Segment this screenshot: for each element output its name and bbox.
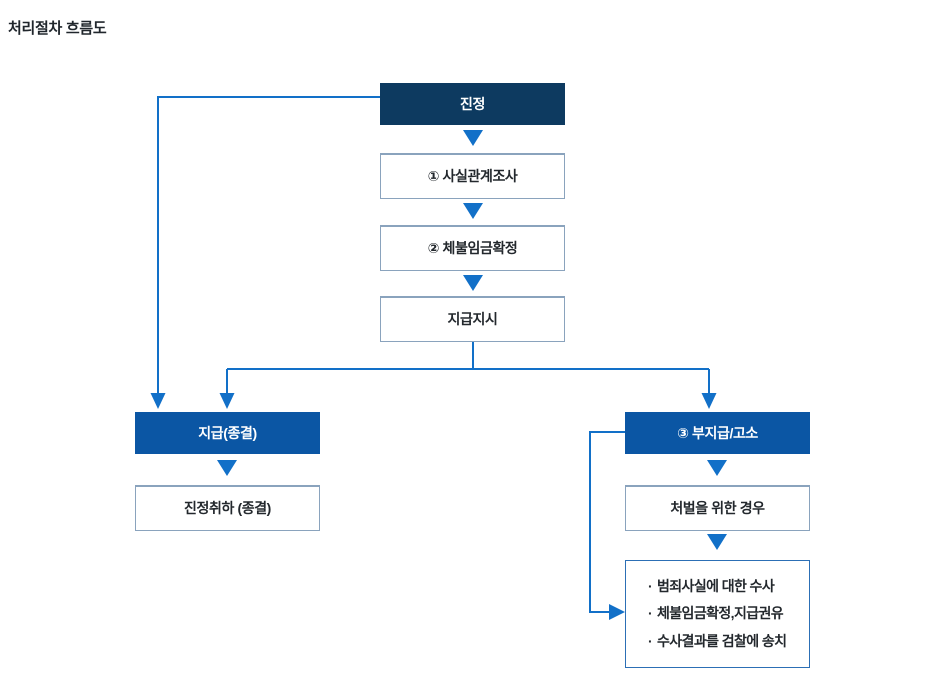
node-wage-confirmation[interactable]: ② 체불임금확정 [380, 225, 565, 271]
connector-complaint-to-fact-investigation [463, 130, 483, 146]
node-nonpayment-accusation[interactable]: ③ 부지급/고소 [625, 412, 810, 454]
node-complaint[interactable]: 진정 [380, 83, 565, 125]
connector-payment-closed-to-complaint-withdrawn [217, 460, 237, 476]
investigation-step-item: 수사결과를 검찰에 송치 [648, 628, 787, 655]
connector-fact-investigation-to-wage-confirmation [463, 203, 483, 219]
node-payment-order[interactable]: 지급지시 [380, 296, 565, 342]
connector-payment-order-split [219, 342, 717, 409]
connector-nonpayment-to-punishment-case [707, 460, 727, 476]
node-investigation-steps[interactable]: 범죄사실에 대한 수사체불임금확정,지급권유수사결과를 검찰에 송치 [625, 560, 810, 668]
node-punishment-case[interactable]: 처벌을 위한 경우 [625, 485, 810, 531]
page-title: 처리절차 흐름도 [8, 20, 107, 37]
connector-complaint-to-payment-closed [150, 96, 380, 409]
node-payment-closed[interactable]: 지급(종결) [135, 412, 320, 454]
connector-punishment-case-to-investigation-steps [707, 534, 727, 550]
node-fact-investigation[interactable]: ① 사실관계조사 [380, 153, 565, 199]
connector-nonpayment-to-investigation-steps [589, 431, 625, 620]
investigation-step-item: 범죄사실에 대한 수사 [648, 573, 786, 600]
connector-wage-confirmation-to-payment-order [463, 275, 483, 291]
investigation-step-item: 체불임금확정,지급권유 [648, 600, 786, 627]
investigation-steps-list: 범죄사실에 대한 수사체불임금확정,지급권유수사결과를 검찰에 송치 [626, 573, 787, 655]
node-complaint-withdrawn[interactable]: 진정취하 (종결) [135, 485, 320, 531]
